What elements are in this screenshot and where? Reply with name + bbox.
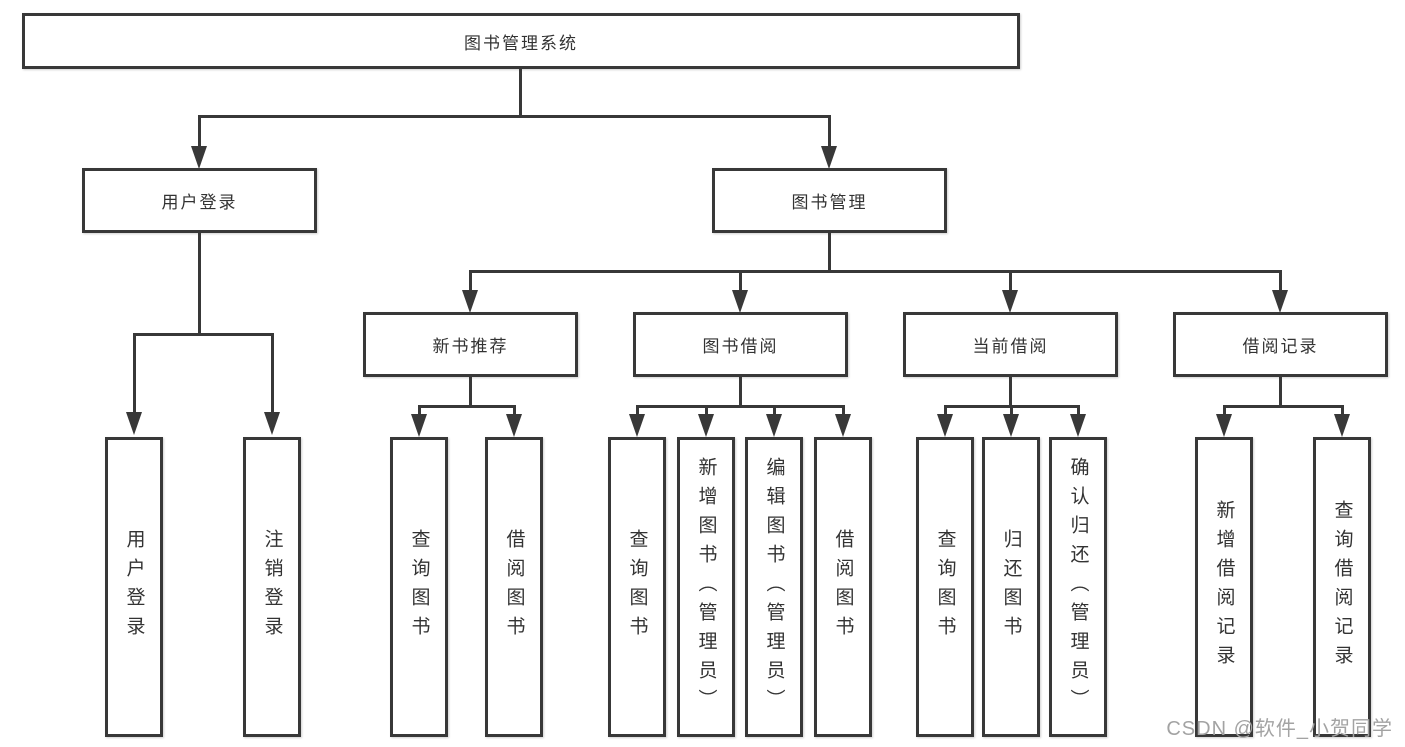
leaf-current-query-books: 查询图书 — [916, 437, 974, 737]
node-book-borrow: 图书借阅 — [633, 312, 848, 377]
csdn-watermark: CSDN @软件_小贺同学 — [1166, 718, 1393, 740]
arrowhead-icon — [462, 290, 478, 313]
connector-line — [198, 233, 201, 335]
connector-line — [739, 377, 742, 407]
node-new-book-recommend-label: 新书推荐 — [432, 337, 509, 356]
leaf-borrow-add-books-admin-label: 新增图书（管理员） — [695, 456, 717, 718]
arrowhead-icon — [1070, 414, 1086, 437]
leaf-borrow-borrow-books-label: 借阅图书 — [832, 529, 854, 645]
arrowhead-icon — [698, 414, 714, 437]
leaf-records-query-record: 查询借阅记录 — [1313, 437, 1371, 737]
connector-line — [944, 405, 947, 416]
leaf-borrow-edit-books-admin: 编辑图书（管理员） — [745, 437, 803, 737]
leaf-borrow-add-books-admin: 新增图书（管理员） — [677, 437, 735, 737]
connector-line — [198, 115, 831, 118]
leaf-records-query-record-label: 查询借阅记录 — [1331, 500, 1353, 674]
leaf-records-add-record: 新增借阅记录 — [1195, 437, 1253, 737]
leaf-recommend-borrow-books-label: 借阅图书 — [503, 529, 525, 645]
node-new-book-recommend: 新书推荐 — [363, 312, 578, 377]
node-user-login: 用户登录 — [82, 168, 317, 233]
connector-line — [1223, 405, 1343, 408]
connector-line — [469, 377, 472, 407]
connector-line — [418, 405, 515, 408]
arrowhead-icon — [191, 146, 207, 169]
arrowhead-icon — [264, 412, 280, 435]
leaf-recommend-query-books-label: 查询图书 — [408, 529, 430, 645]
node-user-login-label: 用户登录 — [161, 193, 238, 212]
connector-line — [133, 333, 136, 413]
node-root: 图书管理系统 — [22, 13, 1020, 69]
leaf-current-query-books-label: 查询图书 — [934, 529, 956, 645]
leaf-borrow-borrow-books: 借阅图书 — [814, 437, 872, 737]
connector-line — [1010, 405, 1013, 416]
leaf-user-login-label: 用户登录 — [123, 529, 145, 645]
leaf-logout: 注销登录 — [243, 437, 301, 737]
arrowhead-icon — [937, 414, 953, 437]
leaf-user-login: 用户登录 — [105, 437, 163, 737]
connector-line — [739, 270, 742, 292]
node-borrow-records: 借阅记录 — [1173, 312, 1388, 377]
connector-line — [1279, 377, 1282, 407]
connector-line — [636, 405, 639, 416]
leaf-current-confirm-return-admin-label: 确认归还（管理员） — [1067, 456, 1089, 718]
node-root-label: 图书管理系统 — [464, 33, 578, 53]
node-current-borrow: 当前借阅 — [903, 312, 1118, 377]
arrowhead-icon — [1003, 414, 1019, 437]
connector-line — [1009, 377, 1012, 407]
connector-line — [1279, 270, 1282, 292]
leaf-current-return-books-label: 归还图书 — [1000, 529, 1022, 645]
arrowhead-icon — [1334, 414, 1350, 437]
connector-line — [828, 115, 831, 148]
connector-line — [636, 405, 844, 408]
node-borrow-records-label: 借阅记录 — [1242, 337, 1319, 356]
arrowhead-icon — [1002, 290, 1018, 313]
connector-line — [271, 333, 274, 413]
connector-line — [513, 405, 516, 416]
connector-line — [1077, 405, 1080, 416]
arrowhead-icon — [835, 414, 851, 437]
connector-line — [773, 405, 776, 416]
leaf-borrow-query-books: 查询图书 — [608, 437, 666, 737]
arrowhead-icon — [506, 414, 522, 437]
arrowhead-icon — [411, 414, 427, 437]
leaf-current-return-books: 归还图书 — [982, 437, 1040, 737]
connector-line — [1009, 270, 1012, 292]
connector-line — [418, 405, 421, 416]
connector-line — [705, 405, 708, 416]
node-book-management: 图书管理 — [712, 168, 947, 233]
arrowhead-icon — [126, 412, 142, 435]
connector-line — [198, 115, 201, 148]
connector-line — [469, 270, 472, 292]
leaf-records-add-record-label: 新增借阅记录 — [1213, 500, 1235, 674]
arrowhead-icon — [732, 290, 748, 313]
node-book-management-label: 图书管理 — [791, 193, 868, 212]
leaf-recommend-query-books: 查询图书 — [390, 437, 448, 737]
arrowhead-icon — [821, 146, 837, 169]
node-book-borrow-label: 图书借阅 — [702, 337, 779, 356]
arrowhead-icon — [1272, 290, 1288, 313]
connector-line — [1223, 405, 1226, 416]
leaf-borrow-query-books-label: 查询图书 — [626, 529, 648, 645]
arrowhead-icon — [1216, 414, 1232, 437]
connector-line — [519, 69, 522, 118]
arrowhead-icon — [766, 414, 782, 437]
connector-line — [133, 333, 274, 336]
leaf-logout-label: 注销登录 — [261, 529, 283, 645]
node-current-borrow-label: 当前借阅 — [972, 337, 1049, 356]
connector-line — [469, 270, 1282, 273]
leaf-recommend-borrow-books: 借阅图书 — [485, 437, 543, 737]
leaf-current-confirm-return-admin: 确认归还（管理员） — [1049, 437, 1107, 737]
connector-line — [1341, 405, 1344, 416]
connector-line — [842, 405, 845, 416]
arrowhead-icon — [629, 414, 645, 437]
leaf-borrow-edit-books-admin-label: 编辑图书（管理员） — [763, 456, 785, 718]
connector-line — [828, 233, 831, 272]
